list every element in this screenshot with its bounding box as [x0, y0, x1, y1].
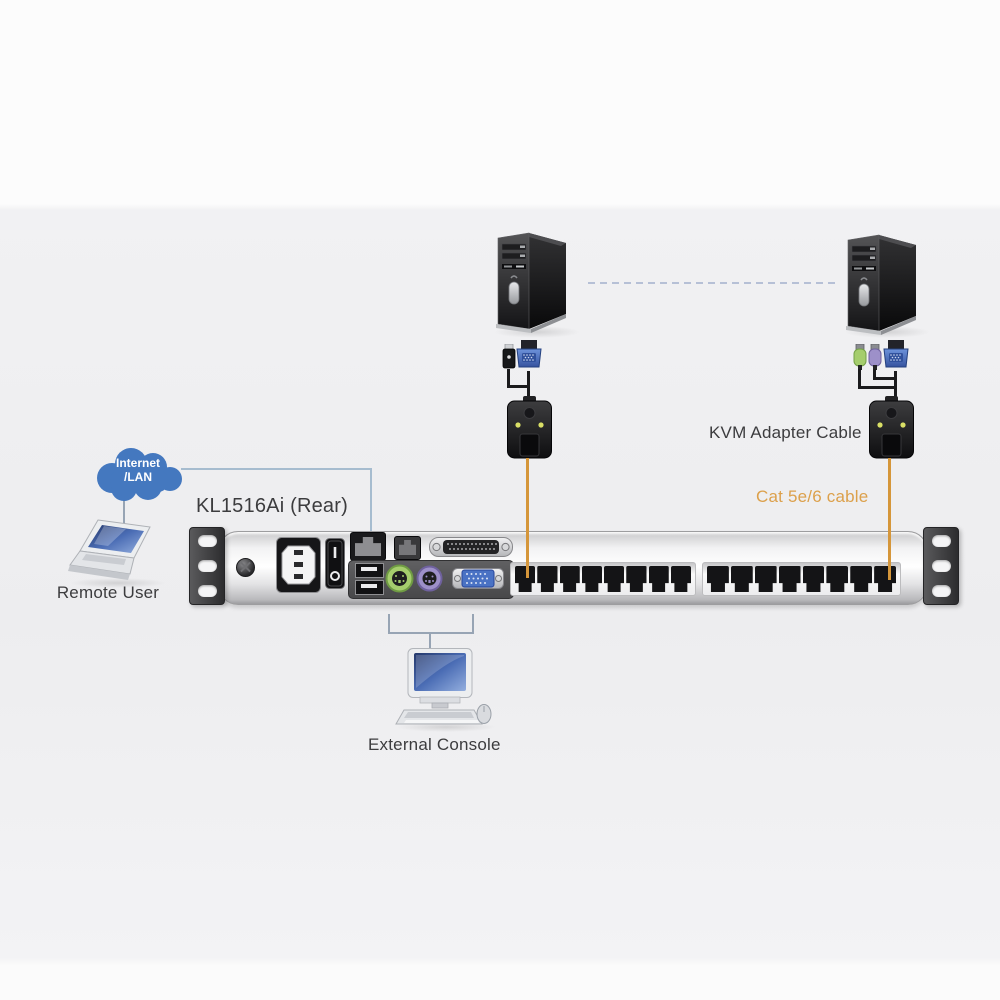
kvm-adapter-module-2 [869, 396, 914, 459]
ps2-keyboard-cable-elbow [873, 377, 895, 380]
usb-tongue [361, 567, 377, 571]
remote-user-laptop-icon [68, 519, 151, 580]
cat-cable-label: Cat 5e/6 cable [756, 487, 869, 506]
internet-link-line-vertical [370, 468, 372, 535]
rack-slot [197, 559, 217, 572]
cat5-cable-1 [526, 458, 529, 578]
power-inlet-port [276, 537, 321, 593]
remote-user-label: Remote User [56, 583, 160, 602]
ps2-keyboard-cable [873, 369, 876, 379]
console-shadow [396, 722, 496, 732]
secondary-rj45-port [394, 536, 421, 560]
rack-slot [931, 534, 951, 547]
kvm-rj45-port [515, 566, 536, 592]
power-switch [325, 538, 345, 589]
rj45-jack [355, 537, 381, 556]
kvm-rj45-port [778, 566, 801, 592]
rack-slot [931, 585, 951, 598]
external-console-icon [395, 648, 492, 725]
rack-slot [931, 559, 951, 572]
vga-connector-icon [883, 340, 909, 368]
server-computer-1 [496, 232, 566, 333]
kvm-rj45-port [648, 566, 669, 592]
device-title: KL1516Ai (Rear) [196, 495, 348, 517]
usb-cable-elbow [507, 385, 530, 388]
kvm-rj45-port [537, 566, 558, 592]
ps2-mouse-cable-elbow [858, 386, 895, 389]
kvm-rj45-port [707, 566, 729, 592]
ps2-keyboard-port [416, 565, 443, 592]
kvm-rj45-port [670, 566, 691, 592]
db25-console-port [429, 537, 513, 557]
ps2-mouse-cable [858, 369, 861, 388]
kvm-rj45-port [581, 566, 602, 592]
kvm-rj45-port [754, 566, 777, 592]
kvm-rj45-port [559, 566, 580, 592]
kvm-port-group-2 [702, 562, 901, 596]
external-console-label: External Console [368, 735, 501, 754]
rack-slot [197, 585, 217, 598]
ps2-mouse-connector-icon [853, 344, 867, 370]
cloud-label-line2: /LAN [124, 470, 152, 484]
cat5-cable-2 [888, 458, 891, 580]
internet-link-line-horizontal [181, 468, 372, 470]
grounding-screw-icon [236, 558, 255, 577]
laptop-shadow [70, 578, 166, 588]
rack-slot [197, 534, 217, 547]
kvm-rj45-port [826, 566, 849, 592]
lan-port [350, 532, 386, 561]
vga-cable [527, 371, 530, 400]
kvm-rj45-port [730, 566, 753, 592]
usb-connector-icon [502, 344, 516, 369]
rack-ear-right [923, 527, 959, 605]
console-bracket-stem [429, 632, 431, 654]
kvm-rj45-port [604, 566, 625, 592]
kvm-rj45-port [802, 566, 825, 592]
ps2-mouse-port [385, 564, 414, 593]
kvm-rj45-port [850, 566, 873, 592]
console-bracket-left [388, 614, 390, 634]
usb-port-2 [355, 580, 384, 595]
server-computer-2 [846, 234, 916, 335]
daisy-chain-dashed-line [588, 282, 836, 284]
rj45-jack [399, 540, 416, 555]
usb-port-1 [355, 563, 384, 578]
laptop-link-line [123, 497, 125, 524]
kvm-adapter-module-1 [507, 396, 552, 459]
vga-cable [894, 371, 897, 400]
internet-cloud-icon [97, 448, 182, 501]
rack-ear-left [189, 527, 225, 605]
kvm-rj45-port [874, 566, 896, 592]
kvm-port-group-1 [510, 562, 696, 596]
usb-tongue [361, 584, 377, 588]
kvm-rj45-port [626, 566, 647, 592]
console-bracket-bar [388, 632, 474, 634]
ps2-keyboard-connector-icon [868, 344, 882, 370]
vga-connector-icon [516, 340, 542, 368]
cloud-label-line1: Internet [115, 456, 160, 470]
console-bracket-right [472, 614, 474, 634]
kvm-adapter-cable-label: KVM Adapter Cable [709, 423, 862, 442]
vga-port [452, 568, 504, 589]
usb-cable [507, 369, 510, 387]
